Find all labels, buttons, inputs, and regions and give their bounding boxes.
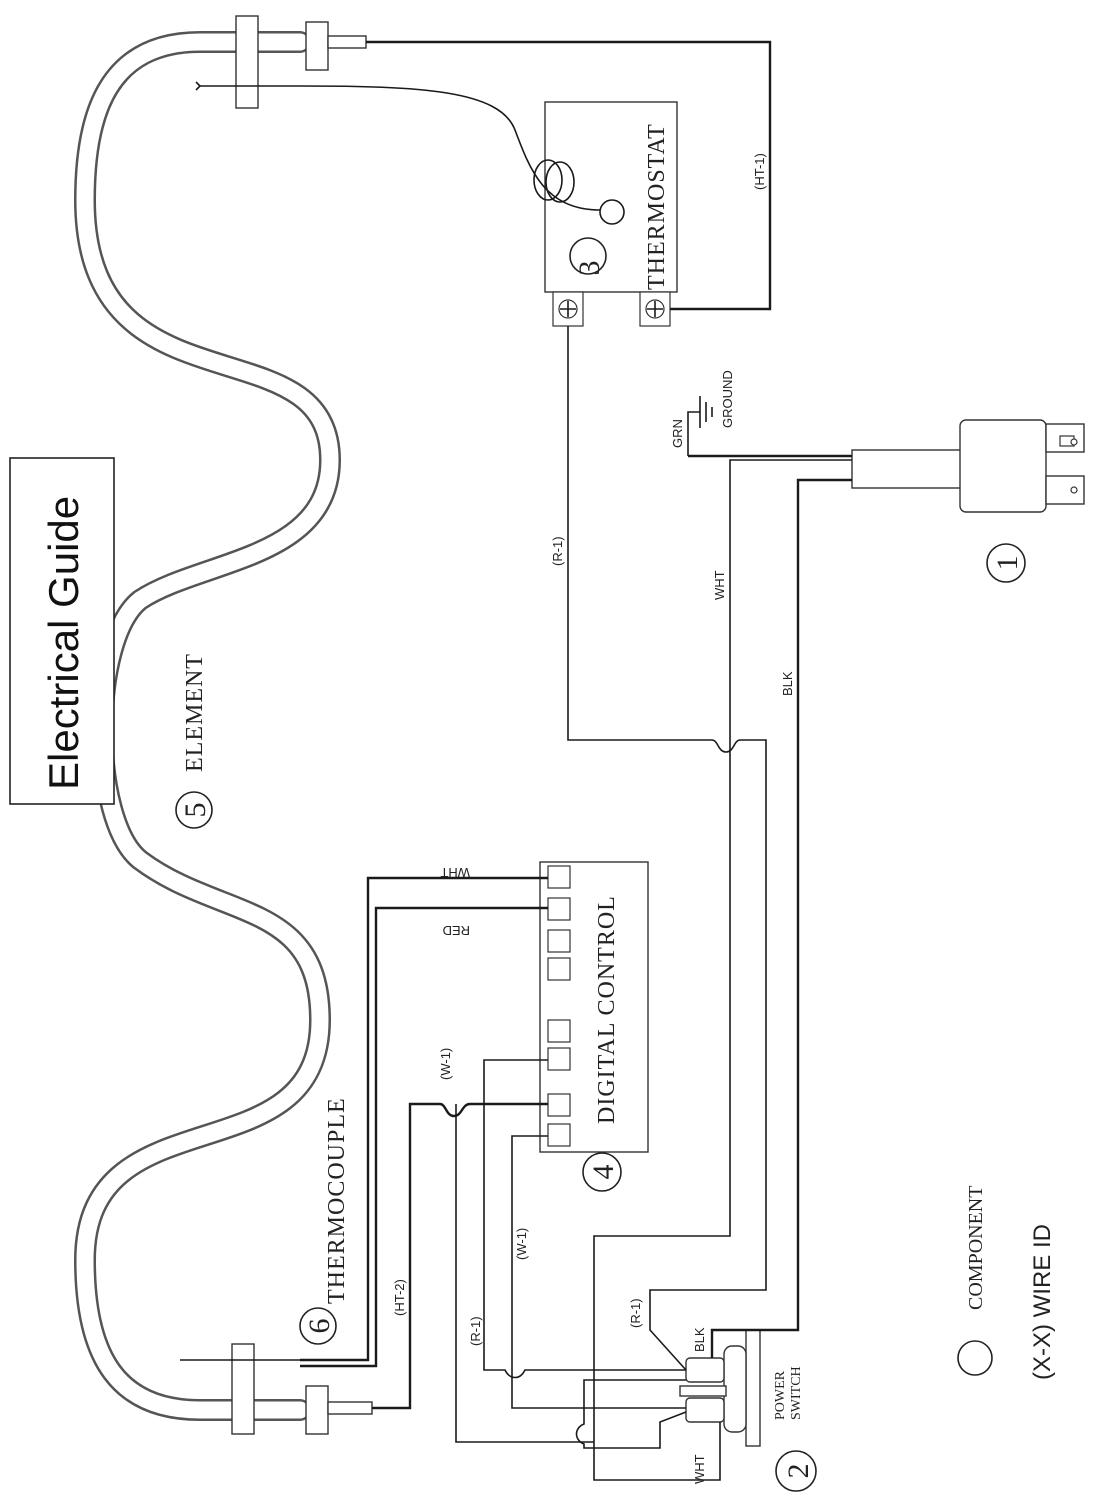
thermostat-label: THERMOSTAT <box>644 123 670 290</box>
digital-control-box: DIGITAL CONTROL 4 <box>539 861 649 1192</box>
element-bottom-fitting <box>180 1343 373 1435</box>
component-3-number: 3 <box>573 261 606 276</box>
component-1-number: 1 <box>991 556 1024 571</box>
component-6-number: 6 <box>303 1319 336 1334</box>
w1-lower-label: (W-1) <box>514 1228 529 1260</box>
component-6-circle <box>299 1307 337 1345</box>
component-4-circle <box>582 1152 622 1192</box>
blk-main-label: BLK <box>780 671 795 696</box>
digital-control-label: DIGITAL CONTROL <box>594 895 620 1124</box>
wht-thermocouple-label: WHT <box>440 865 470 880</box>
component-5-number: 5 <box>179 803 212 818</box>
ground-label: GROUND <box>720 370 735 428</box>
blk-switch-label: BLK <box>692 1327 707 1352</box>
red-thermocouple-label: RED <box>443 923 470 938</box>
legend-component-circle <box>957 1340 993 1376</box>
thermocouple-label: THERMOCOUPLE <box>324 1097 350 1304</box>
power-switch-label-2: SWITCH <box>789 1366 804 1420</box>
grn-label: GRN <box>670 419 685 448</box>
legend-component-label: COMPONENT <box>965 1186 987 1310</box>
component-2-number: 2 <box>782 1464 815 1479</box>
w1-upper-label: (W-1) <box>438 1048 453 1080</box>
page-title: Electrical Guide <box>40 496 87 790</box>
title-box: Electrical Guide <box>9 457 115 805</box>
legend-wire-id-label: (X-X) WIRE ID <box>1029 1224 1056 1380</box>
power-plug: 1 <box>851 419 1085 583</box>
legend: COMPONENT (X-X) WIRE ID <box>957 1186 1056 1380</box>
ht1-label: (HT-1) <box>752 153 767 190</box>
power-switch-label-1: POWER <box>773 1370 788 1420</box>
component-4-number: 4 <box>587 1165 620 1180</box>
component-1-circle <box>986 543 1026 583</box>
ground-symbol: GRN GROUND <box>670 370 735 456</box>
r1-switch-label-b: (R-1) <box>628 1298 643 1328</box>
wht-switch-label: WHT <box>692 1454 707 1484</box>
component-5-circle <box>175 791 213 829</box>
r1-main-label: (R-1) <box>550 536 565 566</box>
r1-switch-label-a: (R-1) <box>468 1316 483 1346</box>
component-2-circle <box>775 1450 817 1492</box>
element-label: ELEMENT <box>182 653 208 772</box>
thermostat-box: THERMOSTAT 3 <box>299 85 678 327</box>
wires <box>300 40 852 1481</box>
wht-main-label: WHT <box>712 570 727 600</box>
component-3-circle <box>569 237 607 275</box>
wire-labels: (R-1) (HT-1) WHT BLK (HT-2) (W-1) (W-1) … <box>392 153 795 1484</box>
component-labels: ELEMENT 5 THERMOCOUPLE 6 <box>175 653 350 1345</box>
ht2-label: (HT-2) <box>392 1279 407 1316</box>
power-switch: POWER SWITCH 2 <box>679 1329 817 1492</box>
element-top-fitting <box>195 15 367 109</box>
